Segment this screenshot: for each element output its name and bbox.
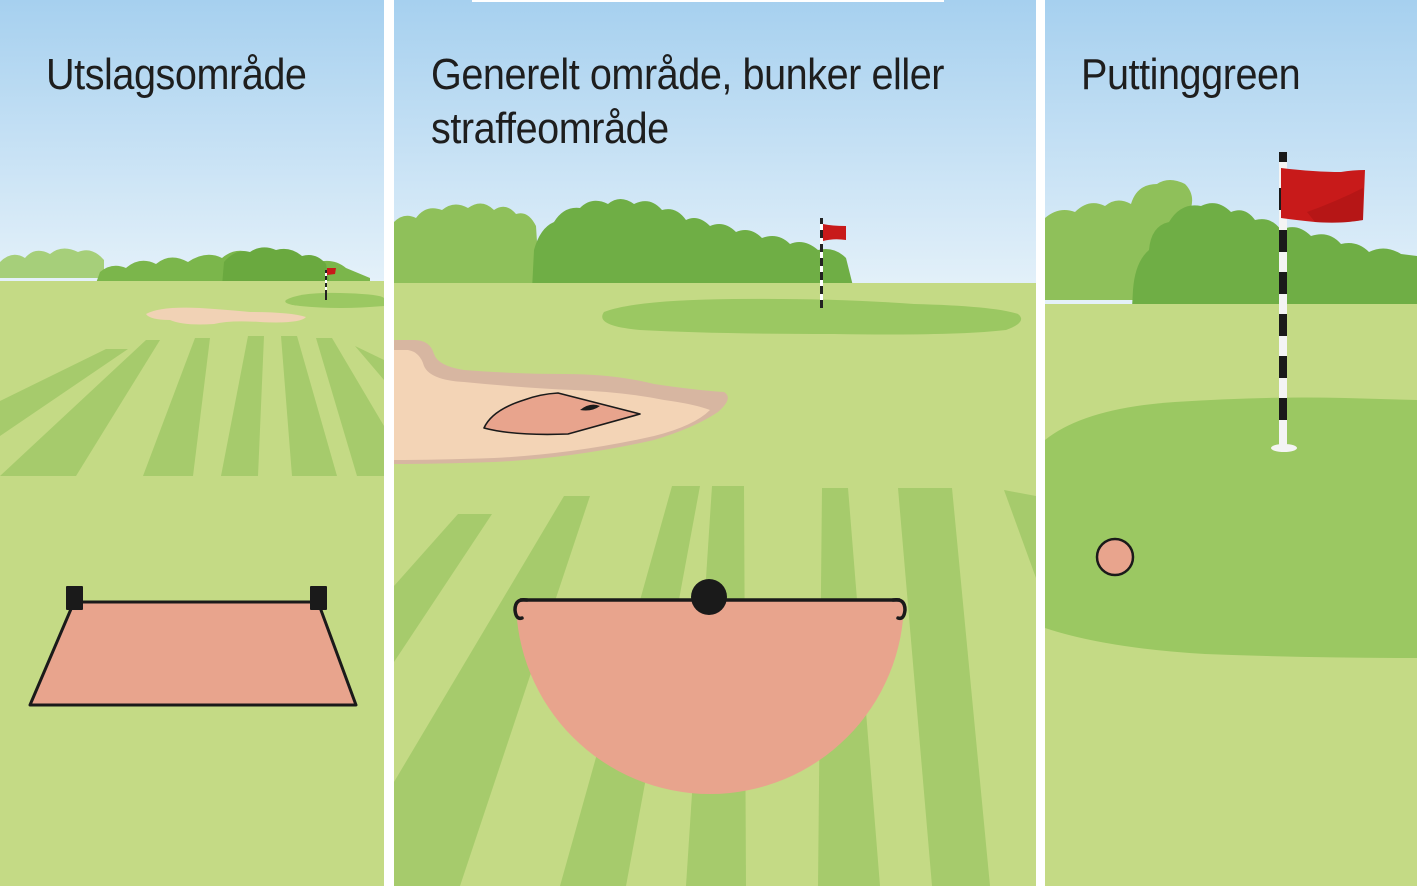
panel-title-line: straffeområde [431, 104, 669, 153]
bunker-relief-area [483, 392, 641, 436]
panel-title: Puttinggreen [1081, 48, 1301, 102]
tree-line [394, 199, 854, 290]
tree-line [1045, 180, 1417, 326]
general-area-illustration [394, 0, 1036, 886]
panel-teeing-area: Utslagsområde [0, 0, 384, 886]
putting-green-area [1045, 397, 1417, 658]
panel-general-area: Generelt område, bunker eller straffeomr… [394, 0, 1036, 886]
distant-green [285, 292, 384, 308]
panel-title-line: Utslagsområde [46, 50, 307, 99]
flag-icon [1271, 152, 1365, 452]
panel-title: Generelt område, bunker eller straffeomr… [431, 48, 944, 156]
distant-bunker [146, 307, 306, 325]
tee-marker-icon [310, 586, 327, 610]
teeing-area-shape [28, 600, 358, 707]
flag-icon [820, 218, 846, 308]
putting-green-area [602, 298, 1022, 335]
teeing-area-illustration [0, 0, 384, 886]
sky [0, 0, 384, 290]
putting-green-illustration [1045, 0, 1417, 886]
panel-title-line: Generelt område, bunker eller [431, 50, 945, 99]
mowing-stripes [0, 336, 384, 476]
ball-marker-icon [691, 579, 727, 615]
tee-marker-icon [66, 586, 83, 610]
panel-title-line: Puttinggreen [1081, 50, 1301, 99]
ball-icon [1095, 537, 1135, 577]
flag-icon [325, 268, 336, 300]
tree-line [0, 247, 370, 286]
panel-title: Utslagsområde [46, 48, 307, 102]
panel-putting-green: Puttinggreen [1045, 0, 1417, 886]
